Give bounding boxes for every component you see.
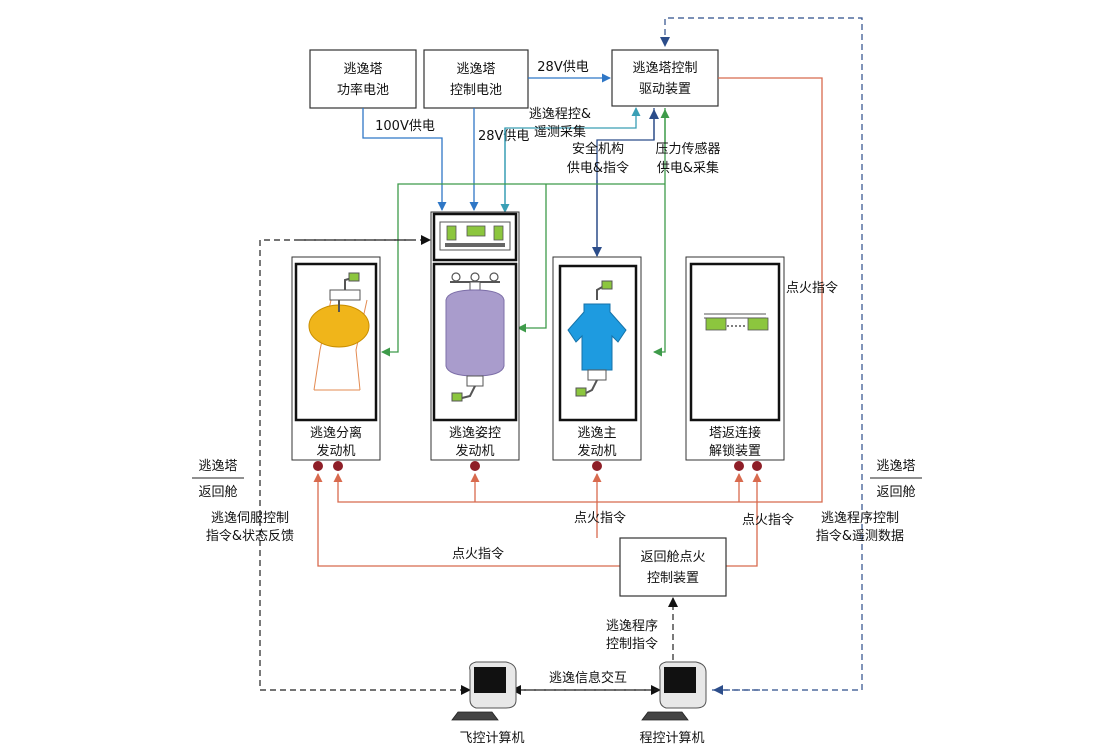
ignition-unlock-right-line: [726, 473, 762, 567]
capsule-ignition-box: 返回舱点火 控制装置: [619, 537, 727, 597]
tower-left-bottom-label: 返回舱: [198, 485, 237, 500]
flight-computer: 飞控计算机: [451, 661, 525, 746]
separation-engine-panel: 逃逸分离 发动机: [291, 256, 381, 461]
control-battery-box: 逃逸塔 控制电池: [423, 49, 529, 109]
separation-engine-icon: [308, 272, 370, 391]
ignition-left-line: [313, 473, 620, 567]
attitude-engine-title: 逃逸姿控: [449, 425, 501, 441]
computer-icon: [641, 661, 707, 721]
drive-device-box: 逃逸塔控制 驱动装置: [611, 49, 719, 107]
program-control-label-1: 逃逸程控&: [529, 107, 591, 122]
tower-right-bottom-label: 返回舱: [876, 485, 915, 500]
power-battery-box: 逃逸塔 功率电池: [309, 49, 417, 109]
servo-label-2: 指令&状态反馈: [206, 529, 294, 544]
v28-top-label: 28V供电: [537, 60, 588, 75]
separation-engine-subtitle: 发动机: [316, 443, 355, 459]
attitude-engine-icon: [445, 272, 505, 402]
separation-engine-title: 逃逸分离: [310, 425, 362, 441]
v100-label: 100V供电: [375, 119, 435, 134]
pressure-separation-line: [381, 183, 665, 357]
attitude-engine-panel: 逃逸姿控 发动机: [430, 211, 520, 461]
safety-label-1: 安全机构: [572, 141, 624, 157]
program-telemetry-dashed-line: [660, 17, 863, 691]
ignition-right-label: 点火指令: [786, 281, 838, 296]
ignition-right-low-label: 点火指令: [742, 513, 794, 528]
attitude-module-icon: [439, 221, 511, 251]
program-cmd-label-1: 逃逸程序控制: [821, 511, 899, 526]
drive-device-subtitle: 驱动装置: [639, 82, 691, 97]
control-battery-subtitle: 控制电池: [450, 83, 502, 98]
separation-connectors: [313, 461, 343, 471]
pressure-attitude-line: [517, 184, 547, 333]
main-engine-icon: [567, 280, 627, 397]
info-exchange-label: 逃逸信息交互: [549, 670, 627, 686]
capsule-ignition-subtitle: 控制装置: [647, 571, 699, 586]
escape-prog-label-1: 逃逸程序: [606, 619, 658, 634]
pressure-label-2: 供电&采集: [657, 160, 719, 176]
main-connectors: [592, 461, 602, 471]
main-engine-subtitle: 发动机: [577, 443, 616, 459]
program-control-line: [504, 107, 641, 210]
ignition-bus-line: [333, 77, 823, 503]
program-cmd-label-2: 指令&遥测数据: [816, 529, 904, 544]
pressure-main-line: [653, 108, 666, 357]
attitude-connectors: [470, 461, 480, 471]
safety-mechanism-line: [596, 108, 655, 256]
tower-right-top-label: 逃逸塔: [876, 459, 915, 474]
ignition-mid-label: 点火指令: [574, 511, 626, 526]
program-computer: 程控计算机: [639, 661, 707, 746]
main-engine-panel: 逃逸主 发动机: [552, 256, 642, 461]
escape-prog-label-2: 控制指令: [606, 637, 658, 652]
pressure-label-1: 压力传感器: [655, 141, 720, 157]
control-battery-title: 逃逸塔: [456, 62, 495, 77]
unlock-device-icon: [704, 313, 769, 331]
attitude-engine-subtitle: 发动机: [455, 443, 494, 459]
main-engine-title: 逃逸主: [577, 426, 616, 441]
capsule-ignition-title: 返回舱点火: [640, 550, 705, 565]
tower-left-top-label: 逃逸塔: [198, 459, 237, 474]
unlock-device-subtitle: 解锁装置: [709, 443, 761, 459]
safety-label-2: 供电&指令: [567, 161, 629, 176]
servo-label-1: 逃逸伺服控制: [211, 511, 289, 526]
program-computer-label: 程控计算机: [639, 731, 704, 746]
computer-icon: [451, 661, 517, 721]
unlock-connectors: [734, 461, 762, 471]
drive-device-title: 逃逸塔控制: [632, 61, 697, 76]
unlock-device-panel: 塔返连接 解锁装置: [685, 256, 785, 461]
v100-line: [362, 108, 447, 211]
flight-computer-label: 飞控计算机: [459, 731, 524, 746]
ignition-left-label: 点火指令: [452, 547, 504, 562]
program-control-label-2: 遥测采集: [534, 124, 586, 140]
power-battery-subtitle: 功率电池: [337, 82, 389, 98]
power-battery-title: 逃逸塔: [343, 62, 382, 77]
unlock-device-title: 塔返连接: [709, 425, 761, 441]
v28-mid-label: 28V供电: [478, 129, 529, 144]
